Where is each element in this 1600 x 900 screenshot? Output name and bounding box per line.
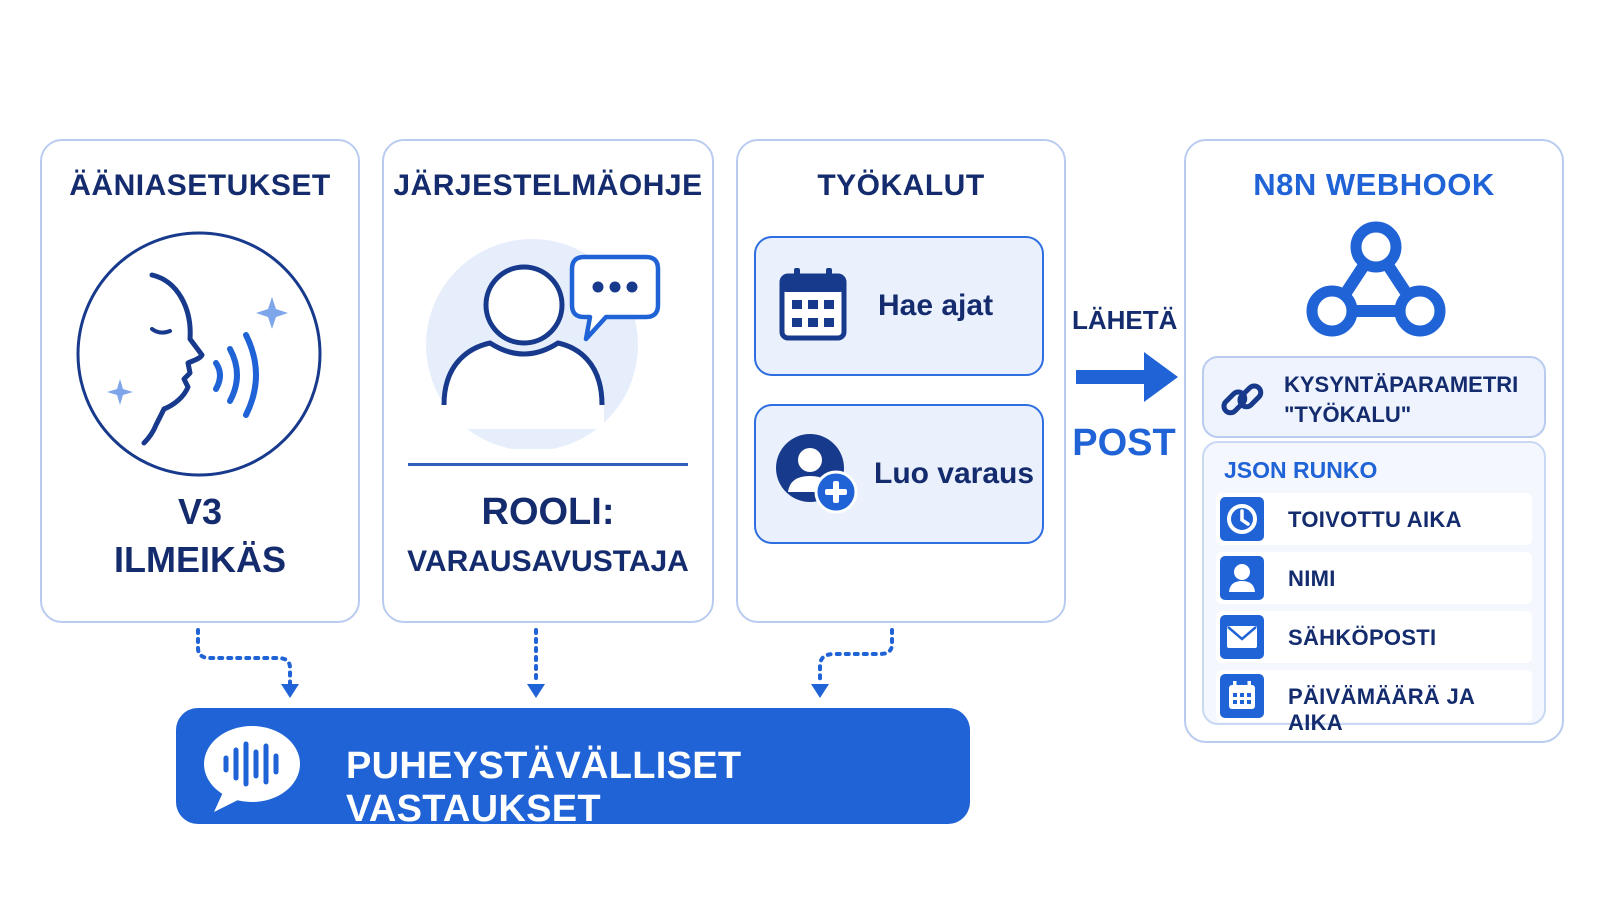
user-add-icon bbox=[776, 434, 858, 514]
query-param-value: "TYÖKALU" bbox=[1284, 402, 1412, 427]
role-heading: ROOLI: bbox=[481, 491, 615, 533]
json-field-label: NIMI bbox=[1288, 566, 1336, 591]
calendar-icon bbox=[779, 268, 847, 341]
tool-get-times-label: Hae ajat bbox=[878, 289, 994, 322]
dotted-connectors bbox=[196, 628, 894, 698]
send-label: LÄHETÄ bbox=[1072, 305, 1178, 335]
query-param-name: KYSYNTÄPARAMETRI bbox=[1284, 372, 1519, 397]
webhook-card: N8N WEBHOOK KYSYNTÄPARAMETRI "TYÖKALU" J… bbox=[1184, 139, 1564, 743]
json-field-label: PÄIVÄMÄÄRÄ JA AIKA bbox=[1288, 684, 1475, 735]
json-field-row: SÄHKÖPOSTI bbox=[1216, 611, 1532, 663]
voice-settings-title: ÄÄNIASETUKSET bbox=[69, 169, 331, 202]
divider bbox=[408, 463, 688, 466]
system-prompt-card: JÄRJESTELMÄOHJE ROOLI: VARAUSAVUSTAJA bbox=[382, 139, 714, 623]
webhook-title: N8N WEBHOOK bbox=[1253, 167, 1495, 202]
json-field-row: TOIVOTTU AIKA bbox=[1216, 493, 1532, 545]
clock-icon bbox=[1220, 497, 1264, 541]
role-value: VARAUSAVUSTAJA bbox=[407, 545, 689, 578]
voice-chat-icon bbox=[204, 726, 300, 812]
json-field-row: NIMI bbox=[1216, 552, 1532, 604]
json-field-label: TOIVOTTU AIKA bbox=[1288, 507, 1462, 532]
calendar-icon bbox=[1220, 674, 1264, 718]
user-speech-icon bbox=[426, 239, 661, 449]
voice-version: V3 bbox=[177, 491, 223, 532]
link-icon bbox=[1221, 383, 1264, 416]
voice-settings-card: ÄÄNIASETUKSET V3 ILMEIKÄS bbox=[40, 139, 360, 623]
tool-get-times-button[interactable]: Hae ajat bbox=[754, 236, 1044, 376]
json-body-box: JSON RUNKO TOIVOTTU AIKA NIMI bbox=[1202, 441, 1546, 735]
tools-card: TYÖKALUT Hae ajat Luo varaus bbox=[736, 139, 1066, 623]
json-field-label: SÄHKÖPOSTI bbox=[1288, 625, 1437, 650]
right-arrow-icon bbox=[1076, 352, 1178, 402]
webhook-icon bbox=[1306, 221, 1446, 337]
voice-style: ILMEIKÄS bbox=[113, 539, 286, 580]
person-icon bbox=[1220, 556, 1264, 600]
speaking-face-icon bbox=[76, 231, 322, 477]
json-body-title: JSON RUNKO bbox=[1224, 457, 1378, 483]
post-label: POST bbox=[1072, 422, 1176, 464]
query-param-box: KYSYNTÄPARAMETRI "TYÖKALU" bbox=[1202, 356, 1546, 438]
voice-friendly-responses-bar: PUHEYSTÄVÄLLISET VASTAUKSET bbox=[176, 708, 970, 830]
envelope-icon bbox=[1220, 615, 1264, 659]
voice-friendly-responses-label: PUHEYSTÄVÄLLISET VASTAUKSET bbox=[346, 745, 742, 830]
tools-title: TYÖKALUT bbox=[817, 169, 985, 202]
json-field-row: PÄIVÄMÄÄRÄ JA AIKA bbox=[1216, 670, 1532, 735]
tool-create-booking-button[interactable]: Luo varaus bbox=[754, 404, 1044, 544]
tool-create-booking-label: Luo varaus bbox=[874, 457, 1035, 490]
system-prompt-title: JÄRJESTELMÄOHJE bbox=[393, 169, 703, 202]
